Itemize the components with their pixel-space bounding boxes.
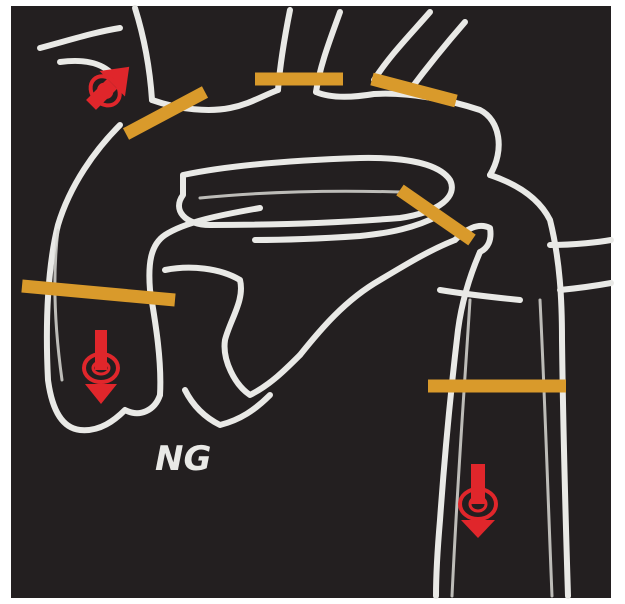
diagram-label: NG (155, 439, 211, 479)
